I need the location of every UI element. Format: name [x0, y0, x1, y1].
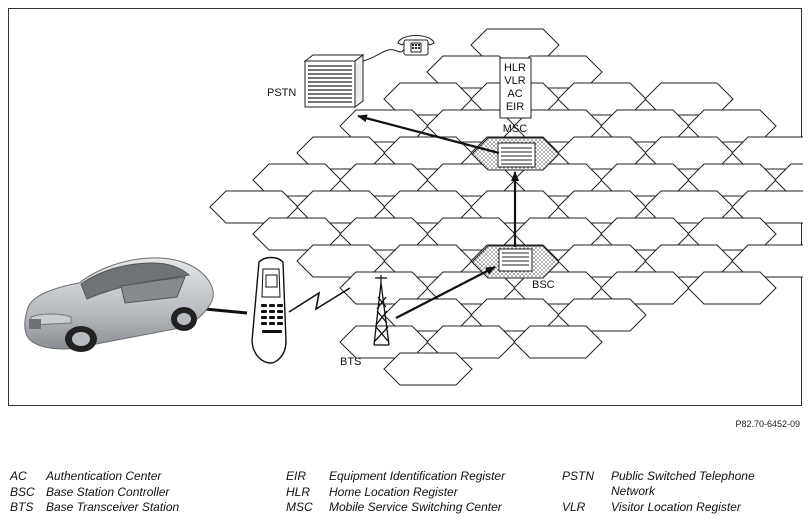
network-diagram: HLR VLR AC EIR MSC BSC [24, 28, 803, 386]
legend-term-msc: Mobile Service Switching Center [329, 500, 502, 514]
figure-code: P82.70-6452-09 [735, 419, 800, 429]
register-hlr: HLR [504, 62, 526, 74]
msc-switch-icon [497, 142, 536, 168]
legend-term-pstn: Public Switched Telephone Network [611, 469, 755, 498]
pstn-switch-icon [303, 54, 365, 108]
msc-label: MSC [503, 123, 528, 135]
arrow-bts-to-bsc [395, 266, 496, 319]
radio-link-icon [288, 287, 351, 313]
msc-register-rack: HLR VLR AC EIR [499, 57, 532, 119]
figure-frame: HLR VLR AC EIR MSC BSC [8, 8, 803, 406]
bts-tower-icon [373, 275, 390, 346]
legend-abbr-pstn: PSTN [562, 469, 595, 483]
legend-abbr-bts: BTS [10, 500, 34, 514]
pstn-label: PSTN [267, 87, 296, 99]
register-eir: EIR [506, 101, 524, 113]
car-image [24, 257, 214, 352]
legend-abbr-msc: MSC [286, 500, 313, 514]
legend-term-bsc: Base Station Controller [46, 485, 170, 499]
legend-term-vlr: Visitor Location Register [611, 500, 741, 514]
abbreviation-legend: AC Authentication Center BSC Base Statio… [10, 469, 810, 521]
telephone-icon [397, 35, 435, 56]
legend-abbr-bsc: BSC [10, 485, 35, 499]
legend-term-hlr: Home Location Register [329, 485, 458, 499]
legend-term-bts: Base Transceiver Station [46, 500, 180, 514]
bsc-switch-icon [498, 248, 533, 272]
mobile-phone-icon [251, 256, 287, 364]
bsc-label: BSC [532, 279, 555, 291]
grid-cell [687, 271, 777, 305]
legend-term-ac: Authentication Center [46, 469, 162, 483]
bts-label: BTS [340, 356, 361, 368]
register-vlr: VLR [504, 75, 525, 87]
grid-cell [513, 325, 603, 359]
legend-term-eir: Equipment Identification Register [329, 469, 506, 483]
legend-abbr-vlr: VLR [562, 500, 586, 514]
grid-cell [383, 352, 473, 386]
register-ac: AC [507, 88, 522, 100]
legend-abbr-hlr: HLR [286, 485, 311, 499]
legend-abbr-eir: EIR [286, 469, 307, 483]
arrow-msc-to-pstn [357, 114, 500, 155]
legend-abbr-ac: AC [10, 469, 27, 483]
